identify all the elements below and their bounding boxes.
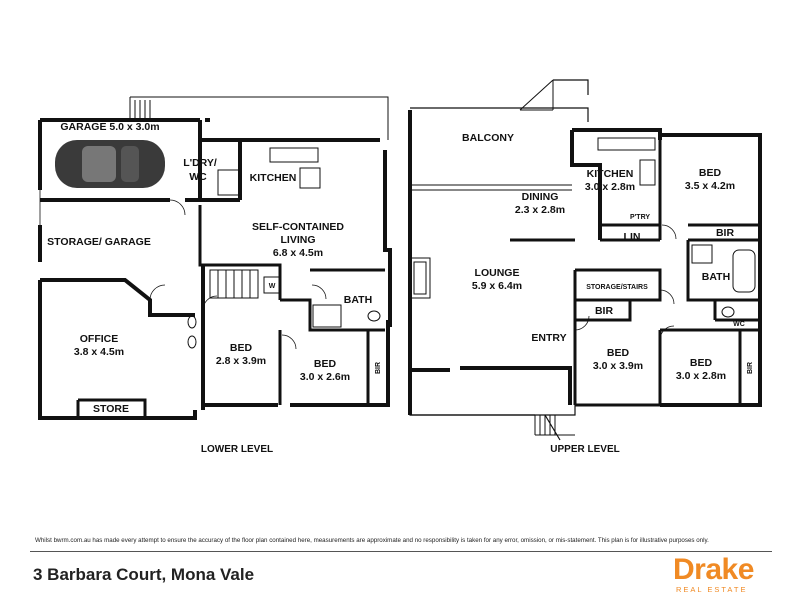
disclaimer-text: Whilst bwrm.com.au has made every attemp… [35, 537, 709, 544]
entry-label: ENTRY [531, 332, 566, 344]
lounge-label: LOUNGE [475, 267, 520, 279]
washer-label: W [269, 283, 276, 290]
logo-word: Drake [673, 553, 754, 586]
upper-level-labels: BALCONY DINING 2.3 x 2.8m KITCHEN 3.0 x … [462, 132, 754, 455]
lounge-size: 5.9 x 6.4m [472, 280, 522, 292]
kitchen-label: KITCHEN [587, 168, 634, 180]
storage-garage-label: STORAGE/ GARAGE [47, 236, 151, 248]
living-size: 6.8 x 4.5m [273, 247, 323, 259]
living-label-2: LIVING [280, 234, 315, 246]
bed-size: 2.8 x 3.9m [216, 355, 266, 367]
garage-label: GARAGE 5.0 x 3.0m [60, 121, 159, 133]
office-size: 3.8 x 4.5m [74, 346, 124, 358]
bed-size: 3.0 x 2.6m [300, 371, 350, 383]
divider [30, 551, 772, 552]
bed-size: 3.0 x 3.9m [593, 360, 643, 372]
bed-label: BED [699, 167, 722, 179]
upper-level-title: UPPER LEVEL [550, 444, 619, 455]
bed-label: BED [607, 347, 630, 359]
laundry-wc-label: WC [189, 171, 207, 183]
bed-size: 3.0 x 2.8m [676, 370, 726, 382]
bir-label: BIR [716, 227, 735, 239]
lower-level-labels: GARAGE 5.0 x 3.0m L'DRY/ WC KITCHEN SELF… [47, 121, 382, 455]
kitchen-size: 3.0 x 2.8m [585, 181, 635, 193]
bir-label: BIR [747, 362, 754, 374]
wc-label: WC [733, 321, 745, 328]
linen-label: LIN [624, 231, 641, 243]
bir-label: BIR [375, 362, 382, 374]
dining-label: DINING [522, 191, 559, 203]
bir-label: BIR [595, 305, 614, 317]
property-address: 3 Barbara Court, Mona Vale [33, 565, 255, 584]
floor-plan: GARAGE 5.0 x 3.0m L'DRY/ WC KITCHEN SELF… [38, 79, 762, 455]
car-icon [55, 140, 165, 188]
store-label: STORE [93, 403, 129, 415]
bath-label: BATH [344, 294, 372, 306]
laundry-label: L'DRY/ [183, 157, 217, 169]
balcony-label: BALCONY [462, 132, 514, 144]
kitchen-label: KITCHEN [250, 172, 297, 184]
bed-label: BED [314, 358, 337, 370]
living-label: SELF-CONTAINED [252, 221, 344, 233]
logo-subtitle: REAL ESTATE [676, 585, 748, 594]
drake-logo: Drake REAL ESTATE [673, 553, 771, 595]
lower-level-plan [38, 96, 392, 420]
storage-stairs-label: STORAGE/STAIRS [586, 284, 648, 291]
bath-label: BATH [702, 271, 730, 283]
office-label: OFFICE [80, 333, 119, 345]
bed-size: 3.5 x 4.2m [685, 180, 735, 192]
upper-level-plan [408, 79, 762, 441]
bed-label: BED [230, 342, 253, 354]
bed-label: BED [690, 357, 713, 369]
lower-level-title: LOWER LEVEL [201, 444, 273, 455]
dining-size: 2.3 x 2.8m [515, 204, 565, 216]
pantry-label: P'TRY [630, 214, 650, 221]
